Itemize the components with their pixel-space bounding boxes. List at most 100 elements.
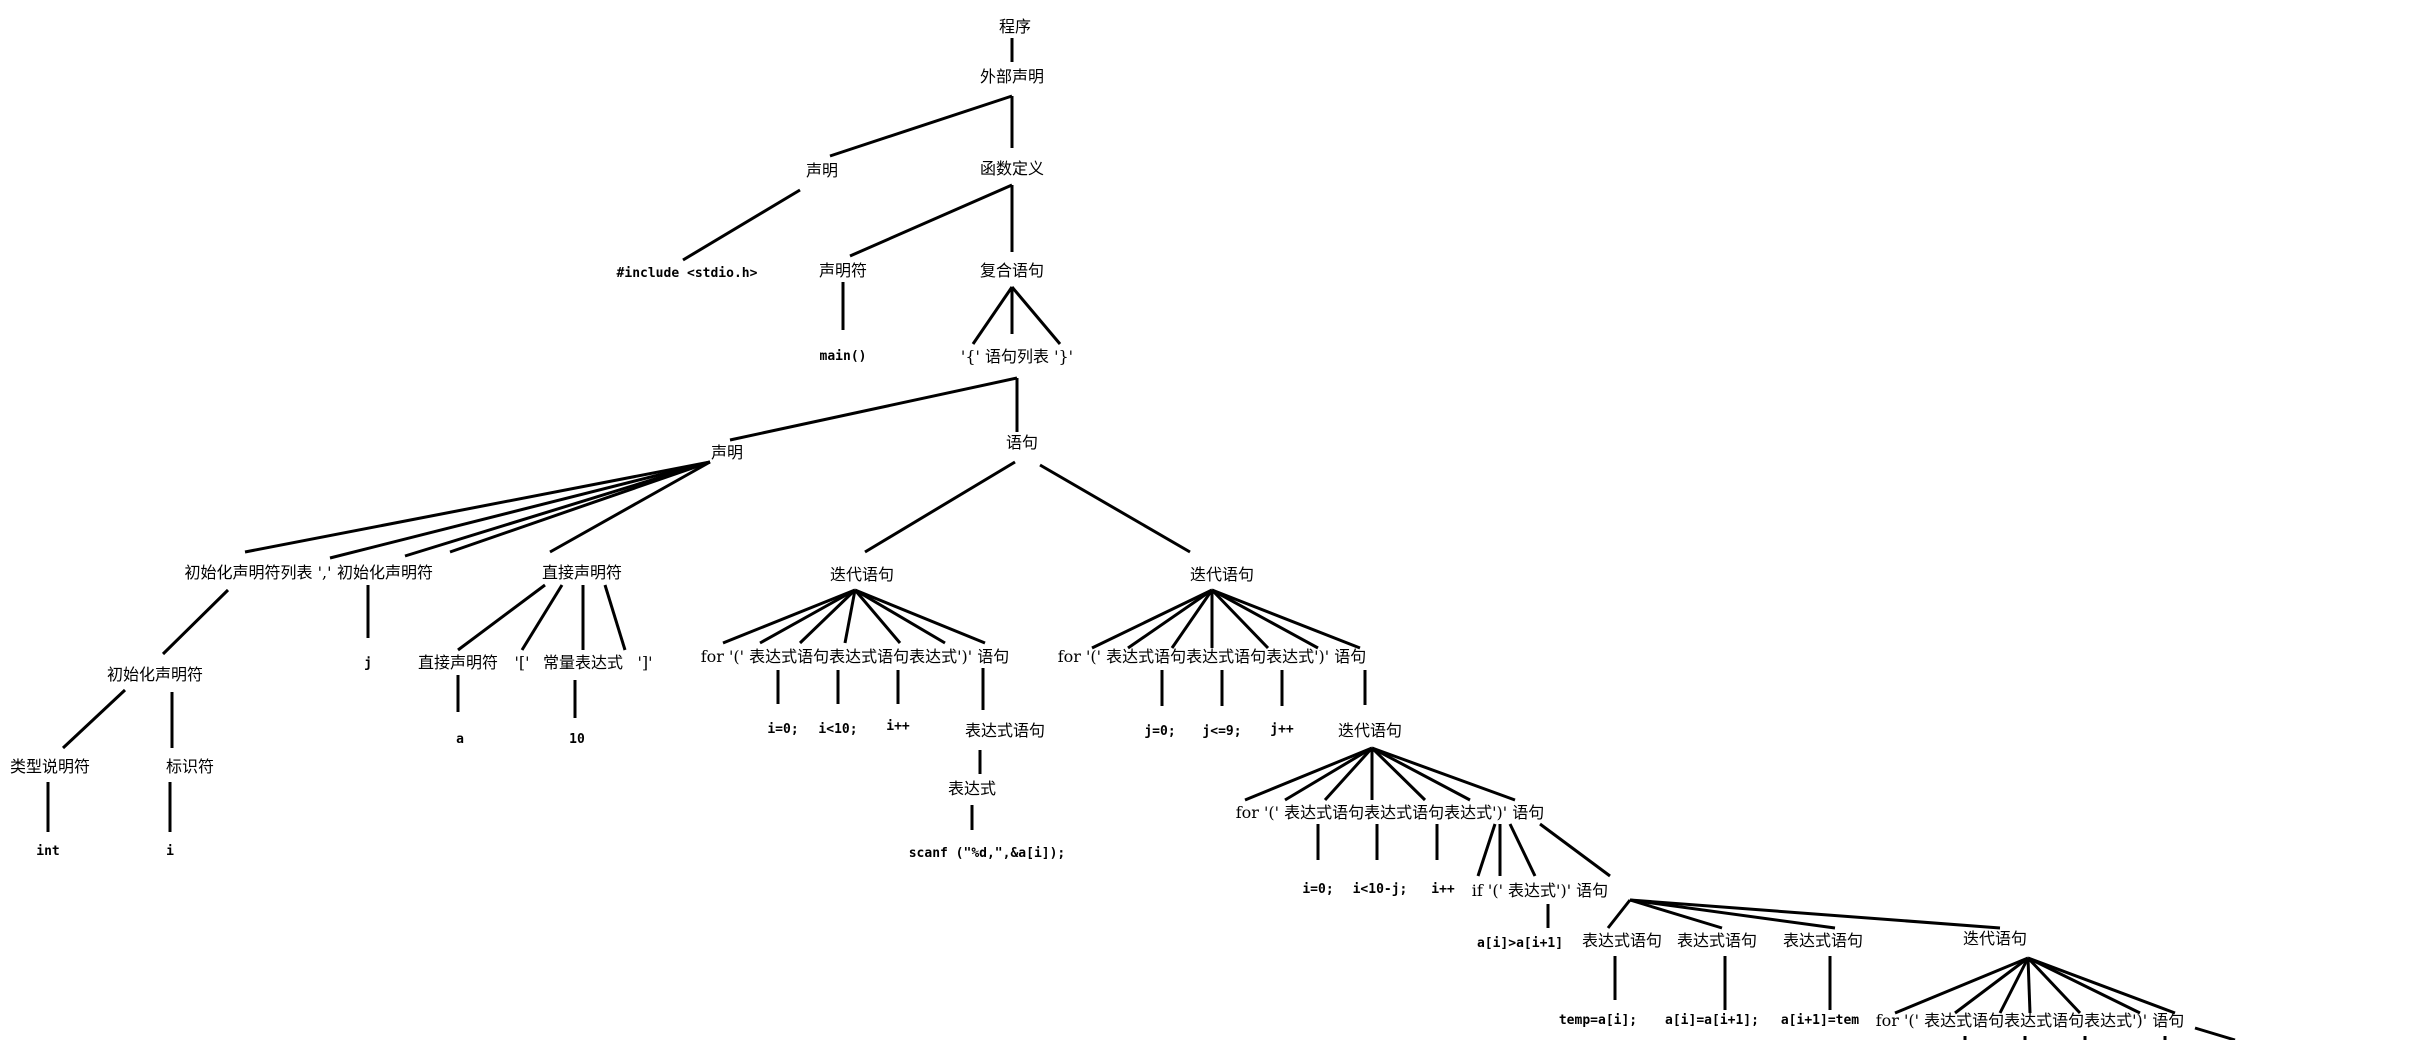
- node-expression-statement-c: 表达式语句: [1783, 931, 1863, 950]
- node-program: 程序: [999, 17, 1031, 36]
- node-swap-2: a[i+1]=tem: [1781, 1013, 1859, 1028]
- node-iteration-statement-3: 迭代语句: [1338, 721, 1402, 740]
- edge: [603, 584, 627, 651]
- edge: [798, 588, 857, 645]
- edge: [1211, 588, 1319, 650]
- edge: [1629, 898, 1723, 930]
- node-for-2: for '(' 表达式语句表达式语句表达式')' 语句: [1058, 647, 1367, 666]
- node-if-statement: if '(' 表达式')' 语句: [1472, 881, 1608, 900]
- node-i: i: [166, 844, 174, 859]
- node-init-declarator-b: 初始化声明符: [337, 563, 433, 582]
- edge: [1894, 956, 2029, 1015]
- node-i-incr: i++: [886, 719, 910, 734]
- edge: [1370, 746, 1427, 802]
- edge: [1210, 588, 1270, 650]
- node-statement-list-braces: '{' 语句列表 '}': [961, 347, 1073, 366]
- edge: [2027, 956, 2176, 1015]
- node-declarator: 声明符: [819, 261, 867, 280]
- edge: [829, 94, 1013, 158]
- node-temp-assign: temp=a[i];: [1559, 1013, 1637, 1028]
- node-include: #include <stdio.h>: [617, 266, 758, 281]
- node-for-1: for '(' 表达式语句表达式语句表达式')' 语句: [701, 647, 1010, 666]
- edge: [520, 584, 564, 651]
- edge: [329, 460, 711, 560]
- node-iteration-statement-1: 迭代语句: [830, 565, 894, 584]
- node-iteration-statement-4: 迭代语句: [1963, 929, 2027, 948]
- node-right-bracket: ']': [637, 653, 652, 672]
- node-statement: 语句: [1006, 433, 1038, 452]
- edge: [1476, 823, 1497, 877]
- edge: [1371, 746, 1516, 802]
- node-external-declaration: 外部声明: [980, 67, 1044, 86]
- node-a: a: [456, 732, 464, 747]
- edge: [759, 588, 856, 645]
- edge: [549, 460, 711, 554]
- node-i-cond-2: i<10-j;: [1353, 882, 1408, 897]
- edge: [864, 460, 1016, 554]
- node-compound-statement: 复合语句: [980, 261, 1044, 280]
- node-declaration-2: 声明: [711, 443, 743, 462]
- edge: [1244, 746, 1373, 802]
- edge: [854, 588, 986, 645]
- node-type-specifier: 类型说明符: [10, 757, 90, 776]
- edge: [1323, 746, 1374, 802]
- edge: [854, 588, 946, 645]
- edge: [2194, 1026, 2236, 1040]
- edge: [1211, 588, 1361, 650]
- edge: [1127, 588, 1213, 650]
- edge: [404, 460, 711, 558]
- node-iteration-statement-2: 迭代语句: [1190, 565, 1254, 584]
- edge: [2026, 957, 2032, 1014]
- edge: [2026, 956, 2082, 1015]
- edge: [1284, 746, 1373, 802]
- node-main: main(): [820, 349, 867, 364]
- node-j-cond: j<=9;: [1202, 724, 1241, 739]
- node-ten: 10: [569, 732, 585, 747]
- node-expression-statement-b: 表达式语句: [1677, 931, 1757, 950]
- edge: [682, 188, 801, 262]
- edge: [1508, 823, 1537, 877]
- edge: [1039, 463, 1191, 554]
- tree-nodes: 程序 外部声明 声明 函数定义 #include <stdio.h> 声明符 m…: [10, 17, 2184, 1030]
- edge: [1010, 286, 1062, 345]
- edge: [1539, 822, 1611, 878]
- node-expression-1: 表达式: [948, 779, 996, 798]
- node-constant-expression: 常量表达式: [543, 653, 623, 672]
- node-j-incr: j++: [1270, 722, 1294, 737]
- node-i-init-2: i=0;: [1302, 882, 1333, 897]
- edge: [722, 588, 856, 645]
- node-declaration: 声明: [806, 161, 838, 180]
- node-left-bracket: '[': [514, 653, 529, 672]
- node-i-incr-2: i++: [1431, 882, 1455, 897]
- tree-edges: [46, 38, 2236, 1040]
- edge: [1629, 898, 1836, 930]
- edge: [449, 460, 711, 554]
- edge: [1606, 899, 1632, 929]
- edge: [1371, 746, 1471, 802]
- node-scanf: scanf ("%d,",&a[i]);: [909, 846, 1066, 861]
- edge: [244, 460, 711, 554]
- node-j: j: [364, 656, 372, 671]
- node-init-declarator-list: 初始化声明符列表 ',': [185, 563, 332, 582]
- edge: [729, 376, 1018, 442]
- node-init-declarator-a: 初始化声明符: [107, 665, 203, 684]
- node-for-3: for '(' 表达式语句表达式语句表达式')' 语句: [1236, 803, 1545, 822]
- node-identifier: 标识符: [166, 757, 214, 776]
- edge: [161, 588, 230, 656]
- edge: [1170, 589, 1214, 649]
- edge: [843, 589, 857, 644]
- node-direct-declarator-2: 直接声明符: [418, 653, 498, 672]
- node-for-4: for '(' 表达式语句表达式语句表达式')' 语句: [1876, 1011, 2185, 1030]
- edge: [1998, 957, 2030, 1014]
- edge: [457, 583, 546, 652]
- node-expression-statement-a: 表达式语句: [1582, 931, 1662, 950]
- node-i-cond: i<10;: [818, 722, 857, 737]
- node-swap-1: a[i]=a[i+1];: [1665, 1013, 1759, 1028]
- edge: [2027, 956, 2141, 1015]
- edge: [1629, 898, 2001, 930]
- edge: [849, 183, 1013, 258]
- node-j-init: j=0;: [1144, 724, 1175, 739]
- node-function-definition: 函数定义: [980, 159, 1044, 178]
- edge: [853, 589, 902, 644]
